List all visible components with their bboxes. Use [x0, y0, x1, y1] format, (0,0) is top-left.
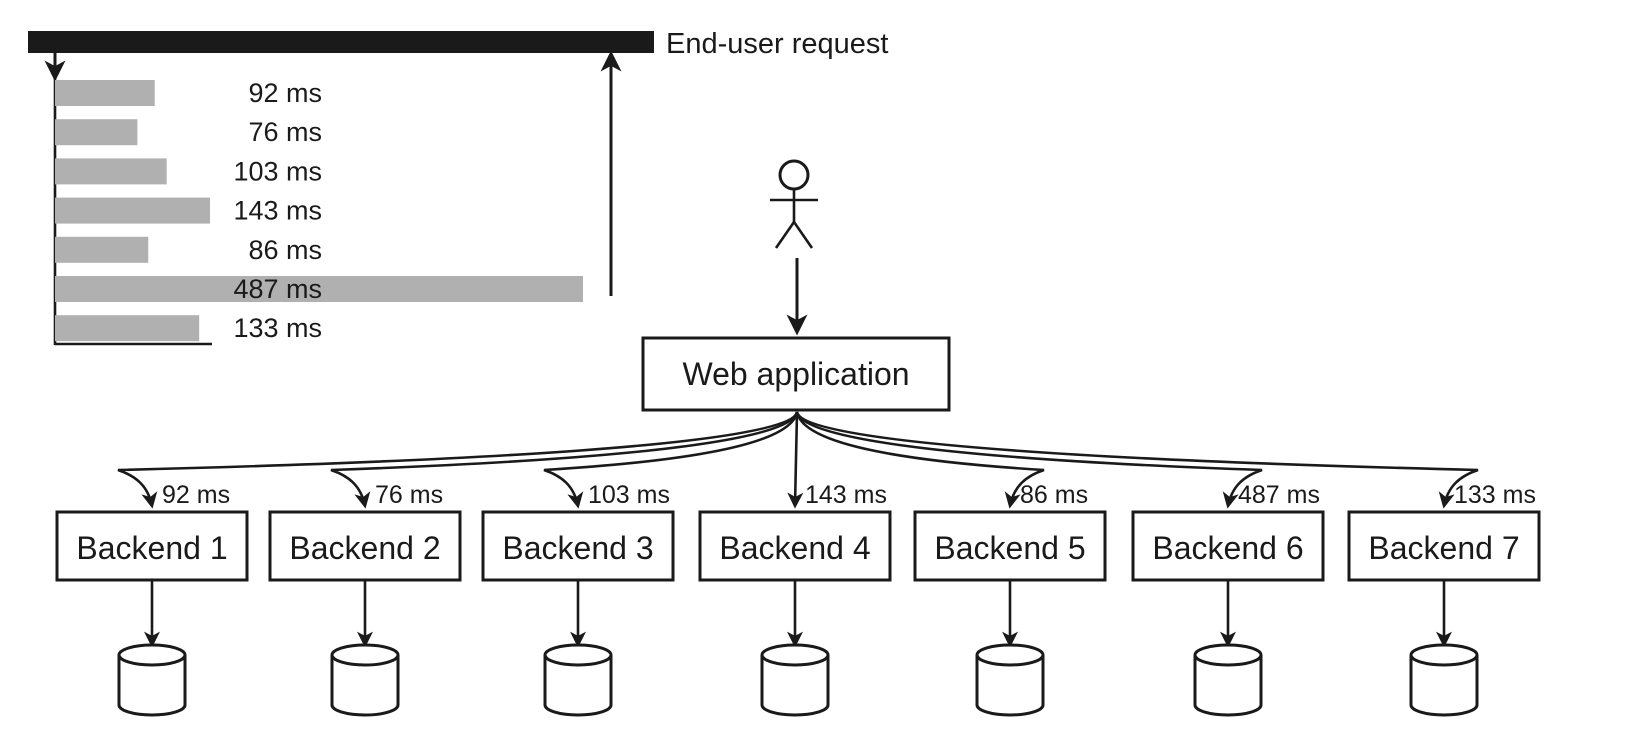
gantt-bar-2 — [55, 119, 138, 146]
end-user-actor-icon — [770, 159, 818, 249]
latency-label-1: 92 ms — [162, 481, 230, 509]
fanout-arrows — [117, 411, 1479, 509]
webapp-to-backend-3-arrow — [543, 411, 799, 509]
latency-label-7: 133 ms — [1454, 481, 1536, 509]
gantt-bar-label-3: 103 ms — [233, 156, 322, 186]
webapp-to-backend-5-arrow — [795, 411, 1045, 509]
latency-gantt-bars — [55, 80, 583, 342]
webapp-to-backend-2-arrow — [330, 411, 799, 509]
web-application-label: Web application — [682, 356, 909, 392]
database-icon-5 — [975, 643, 1045, 667]
database-icon-2 — [330, 643, 400, 667]
gantt-bar-label-7: 133 ms — [233, 313, 322, 343]
web-application-box[interactable] — [641, 336, 951, 412]
backend-box-1[interactable] — [55, 510, 249, 582]
backend-label-2: Backend 2 — [289, 530, 440, 566]
gantt-bar-5 — [55, 236, 149, 263]
latency-label-5: 86 ms — [1020, 481, 1088, 509]
gantt-bar-label-6: 487 ms — [233, 274, 322, 304]
backend-label-1: Backend 1 — [76, 530, 227, 566]
backend-label-4: Backend 4 — [719, 530, 870, 566]
backend-box-5[interactable] — [913, 510, 1107, 582]
database-cylinders — [117, 580, 1479, 717]
end-user-request-bar — [28, 31, 654, 53]
backend-box-7[interactable] — [1347, 510, 1541, 582]
database-body-1 — [117, 655, 187, 717]
latency-label-4: 143 ms — [805, 481, 887, 509]
backend-box-2[interactable] — [268, 510, 462, 582]
database-icon-7 — [1409, 643, 1479, 667]
database-icon-6 — [1193, 643, 1263, 667]
gantt-bar-1 — [55, 80, 155, 106]
gantt-bar-7 — [55, 315, 200, 342]
database-body-2 — [330, 655, 400, 717]
gantt-bar-label-4: 143 ms — [233, 196, 322, 226]
webapp-to-backend-4-arrow — [787, 411, 804, 509]
gantt-bar-label-2: 76 ms — [248, 117, 322, 147]
webapp-to-backend-1-arrow — [117, 411, 799, 509]
database-icon-4 — [760, 643, 830, 667]
backend-label-5: Backend 5 — [934, 530, 1085, 566]
backend-label-3: Backend 3 — [502, 530, 653, 566]
backend-label-7: Backend 7 — [1368, 530, 1519, 566]
latency-label-2: 76 ms — [375, 481, 443, 509]
backend-boxes: Backend 1 Backend 2 Backend 3 Backend 4 Back… — [55, 510, 1541, 582]
webapp-to-backend-6-arrow — [795, 411, 1263, 509]
database-body-3 — [543, 655, 613, 717]
gantt-bar-3 — [55, 158, 167, 185]
backend-box-4[interactable] — [698, 510, 892, 582]
gantt-bar-6 — [55, 276, 583, 302]
latency-label-3: 103 ms — [588, 481, 670, 509]
latency-label-6: 487 ms — [1238, 481, 1320, 509]
database-body-7 — [1409, 655, 1479, 717]
gantt-bar-4 — [55, 197, 211, 224]
backend-latency-labels: 92 ms 76 ms 103 ms 143 ms 86 ms 487 ms 133 ms — [162, 481, 1536, 509]
gantt-bar-label-5: 86 ms — [248, 235, 322, 265]
latency-gantt-labels: 92 ms 76 ms 103 ms 143 ms 86 ms 487 ms 133 ms — [233, 78, 322, 343]
gantt-bar-label-1: 92 ms — [248, 78, 322, 108]
backend-label-6: Backend 6 — [1152, 530, 1303, 566]
end-user-request-label: End-user request — [666, 28, 888, 60]
database-body-6 — [1193, 655, 1263, 717]
webapp-to-backend-7-arrow — [795, 411, 1479, 509]
database-icon-1 — [117, 643, 187, 667]
database-icon-3 — [543, 643, 613, 667]
backend-box-6[interactable] — [1131, 510, 1325, 582]
database-body-5 — [975, 655, 1045, 717]
database-body-4 — [760, 655, 830, 717]
